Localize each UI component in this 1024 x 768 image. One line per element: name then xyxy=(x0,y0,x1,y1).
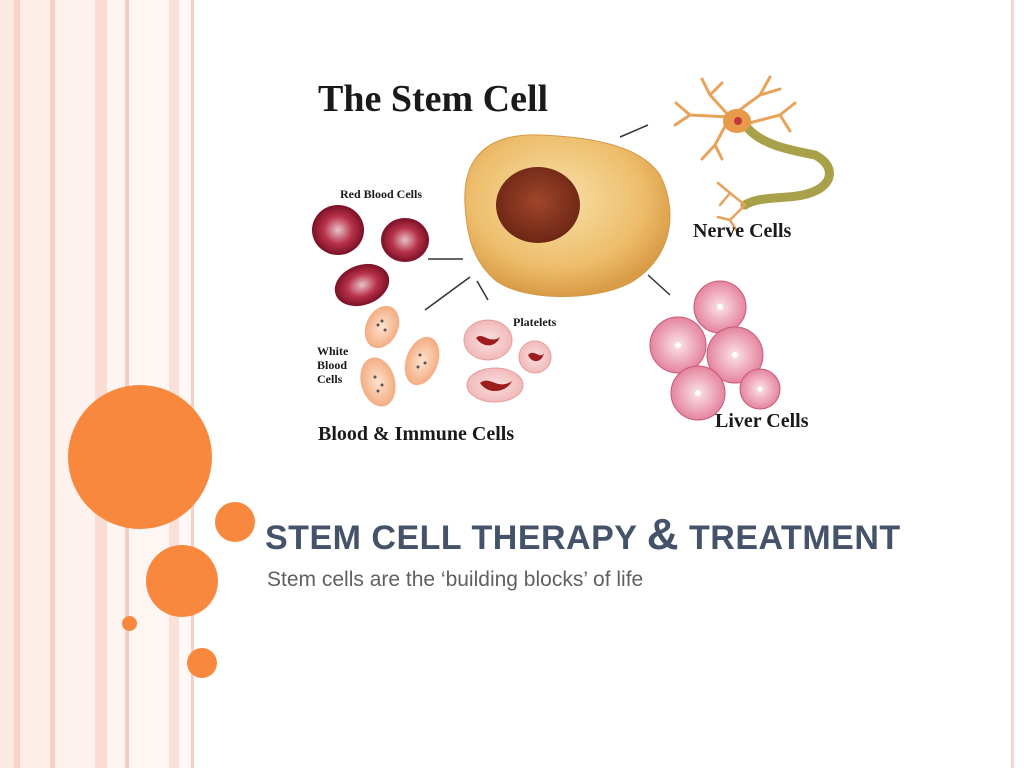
label-white-blood-cells-3: Cells xyxy=(317,372,343,386)
title-ampersand: & xyxy=(646,510,680,559)
large-orange-circle xyxy=(68,385,212,529)
small-orange-circle xyxy=(122,616,137,631)
slide-title: STEM CELL THERAPY & TREATMENT xyxy=(265,510,901,560)
slide-subtitle: Stem cells are the ‘building blocks’ of … xyxy=(267,568,644,591)
title-part-1: STEM CELL THERAPY xyxy=(265,519,637,557)
platelets xyxy=(463,319,552,403)
nerve-cell-nucleus xyxy=(734,117,742,125)
left-stripes xyxy=(0,0,195,768)
label-nerve-cells: Nerve Cells xyxy=(693,220,792,242)
liver-cells xyxy=(649,280,781,421)
nerve-cell xyxy=(673,75,834,235)
label-liver-cells: Liver Cells xyxy=(715,410,809,432)
white-blood-cells xyxy=(360,305,440,407)
orange-circle xyxy=(146,545,218,617)
label-blood-immune-cells: Blood & Immune Cells xyxy=(318,423,515,445)
title-part-2: TREATMENT xyxy=(689,519,901,557)
label-white-blood-cells-1: White xyxy=(317,344,349,358)
label-platelets: Platelets xyxy=(513,315,557,329)
orange-circle xyxy=(187,648,217,678)
red-blood-cells xyxy=(312,205,429,307)
stem-cell-illustration xyxy=(312,75,834,421)
stem-cell-diagram: The Stem Cell Red Blood Cells Nerve Cell… xyxy=(290,55,860,460)
orange-circle xyxy=(215,502,255,542)
diagram-heading: The Stem Cell xyxy=(318,78,549,120)
right-border-line xyxy=(1011,0,1014,768)
connector-lines xyxy=(424,124,671,311)
stem-cell xyxy=(464,134,671,298)
label-white-blood-cells-2: Blood xyxy=(317,358,348,372)
label-red-blood-cells: Red Blood Cells xyxy=(340,187,423,201)
